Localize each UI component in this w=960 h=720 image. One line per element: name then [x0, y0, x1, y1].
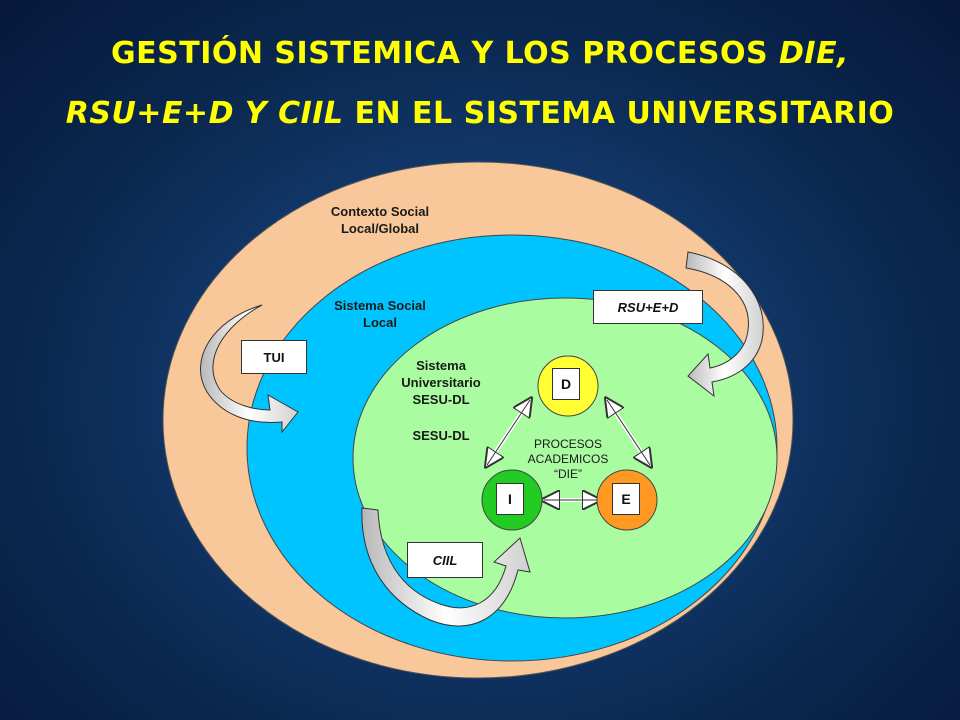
- inner-ring-label: Sistema Universitario SESU-DL: [385, 357, 497, 408]
- outer-ring-label-line1: Contexto Social: [330, 204, 430, 219]
- inner-ring-label-line3: SESU-DL: [412, 392, 470, 407]
- inner-ring-label-line4: SESU-DL: [412, 428, 470, 443]
- middle-ring-label-line1: Sistema Social: [334, 298, 426, 313]
- title-line-2-italic: RSU+E+D Y CIIL: [65, 96, 344, 131]
- middle-ring-label-line2: Local: [363, 315, 397, 330]
- outer-ring-label-line2: Local/Global: [340, 221, 419, 236]
- arrow-d-e-outline: [606, 399, 651, 466]
- ciil-flow-arrow: [361, 507, 531, 627]
- inner-ring-label-line2: Universitario: [401, 375, 481, 390]
- processes-label-line3: “DIE”: [554, 467, 582, 481]
- tui-box: TUI: [241, 340, 307, 374]
- ciil-box: CIIL: [407, 542, 483, 578]
- rsu-flow-arrow: [685, 251, 764, 398]
- title-line-2: RSU+E+D Y CIIL EN EL SISTEMA UNIVERSITAR…: [0, 96, 960, 131]
- processes-label-line1: PROCESOS: [533, 437, 602, 451]
- process-d-box: D: [552, 368, 580, 400]
- title-line-1-italic: DIE,: [779, 36, 849, 71]
- title-line-1: GESTIÓN SISTEMICA Y LOS PROCESOS DIE,: [0, 36, 960, 71]
- middle-ring-label: Sistema Social Local: [322, 297, 438, 331]
- title-line-2-main: EN EL SISTEMA UNIVERSITARIO: [343, 96, 895, 131]
- processes-label: PROCESOS ACADEMICOS “DIE”: [512, 437, 624, 482]
- tui-flow-arrow: [200, 304, 299, 434]
- inner-ring-university-system: [352, 297, 778, 619]
- title-line-1-main: GESTIÓN SISTEMICA Y LOS PROCESOS: [111, 36, 779, 71]
- outer-ring-label: Contexto Social Local/Global: [318, 203, 442, 237]
- processes-label-line2: ACADEMICOS: [527, 452, 609, 466]
- inner-ring-label-line1: Sistema: [416, 358, 466, 373]
- process-e-box: E: [612, 483, 640, 515]
- process-i-box: I: [496, 483, 524, 515]
- rsu-box: RSU+E+D: [593, 290, 703, 324]
- arrow-d-i-outline: [486, 399, 531, 466]
